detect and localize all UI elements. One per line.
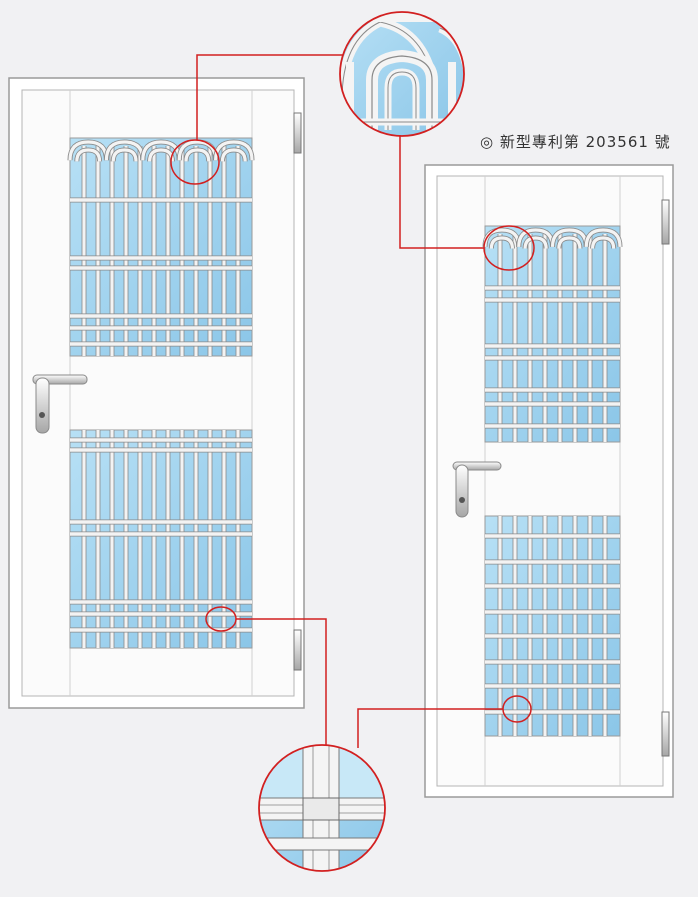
left-door-handle-icon[interactable] xyxy=(32,374,88,434)
keyhole-icon xyxy=(459,497,465,503)
zoom-detail-arch xyxy=(339,11,465,137)
patent-symbol-icon: ◎ xyxy=(480,133,495,151)
hinge-icon xyxy=(661,199,670,245)
callout-lines xyxy=(170,54,535,748)
hinge-icon xyxy=(293,629,302,671)
patent-text: 新型專利第 203561 號 xyxy=(499,133,671,151)
left-upper-grille xyxy=(67,139,255,356)
right-upper-glass-panel xyxy=(484,225,621,443)
hinge-icon xyxy=(661,711,670,757)
right-door-handle-icon[interactable] xyxy=(452,461,502,518)
right-lower-grille xyxy=(485,516,620,736)
left-door xyxy=(8,77,305,709)
right-upper-grille xyxy=(482,227,623,442)
left-lower-grille xyxy=(70,430,252,648)
hinge-icon xyxy=(293,112,302,154)
keyhole-icon xyxy=(39,412,45,418)
zoom-detail-cross xyxy=(258,744,386,872)
right-door xyxy=(424,164,674,798)
patent-label: ◎ 新型專利第 203561 號 xyxy=(480,131,671,152)
